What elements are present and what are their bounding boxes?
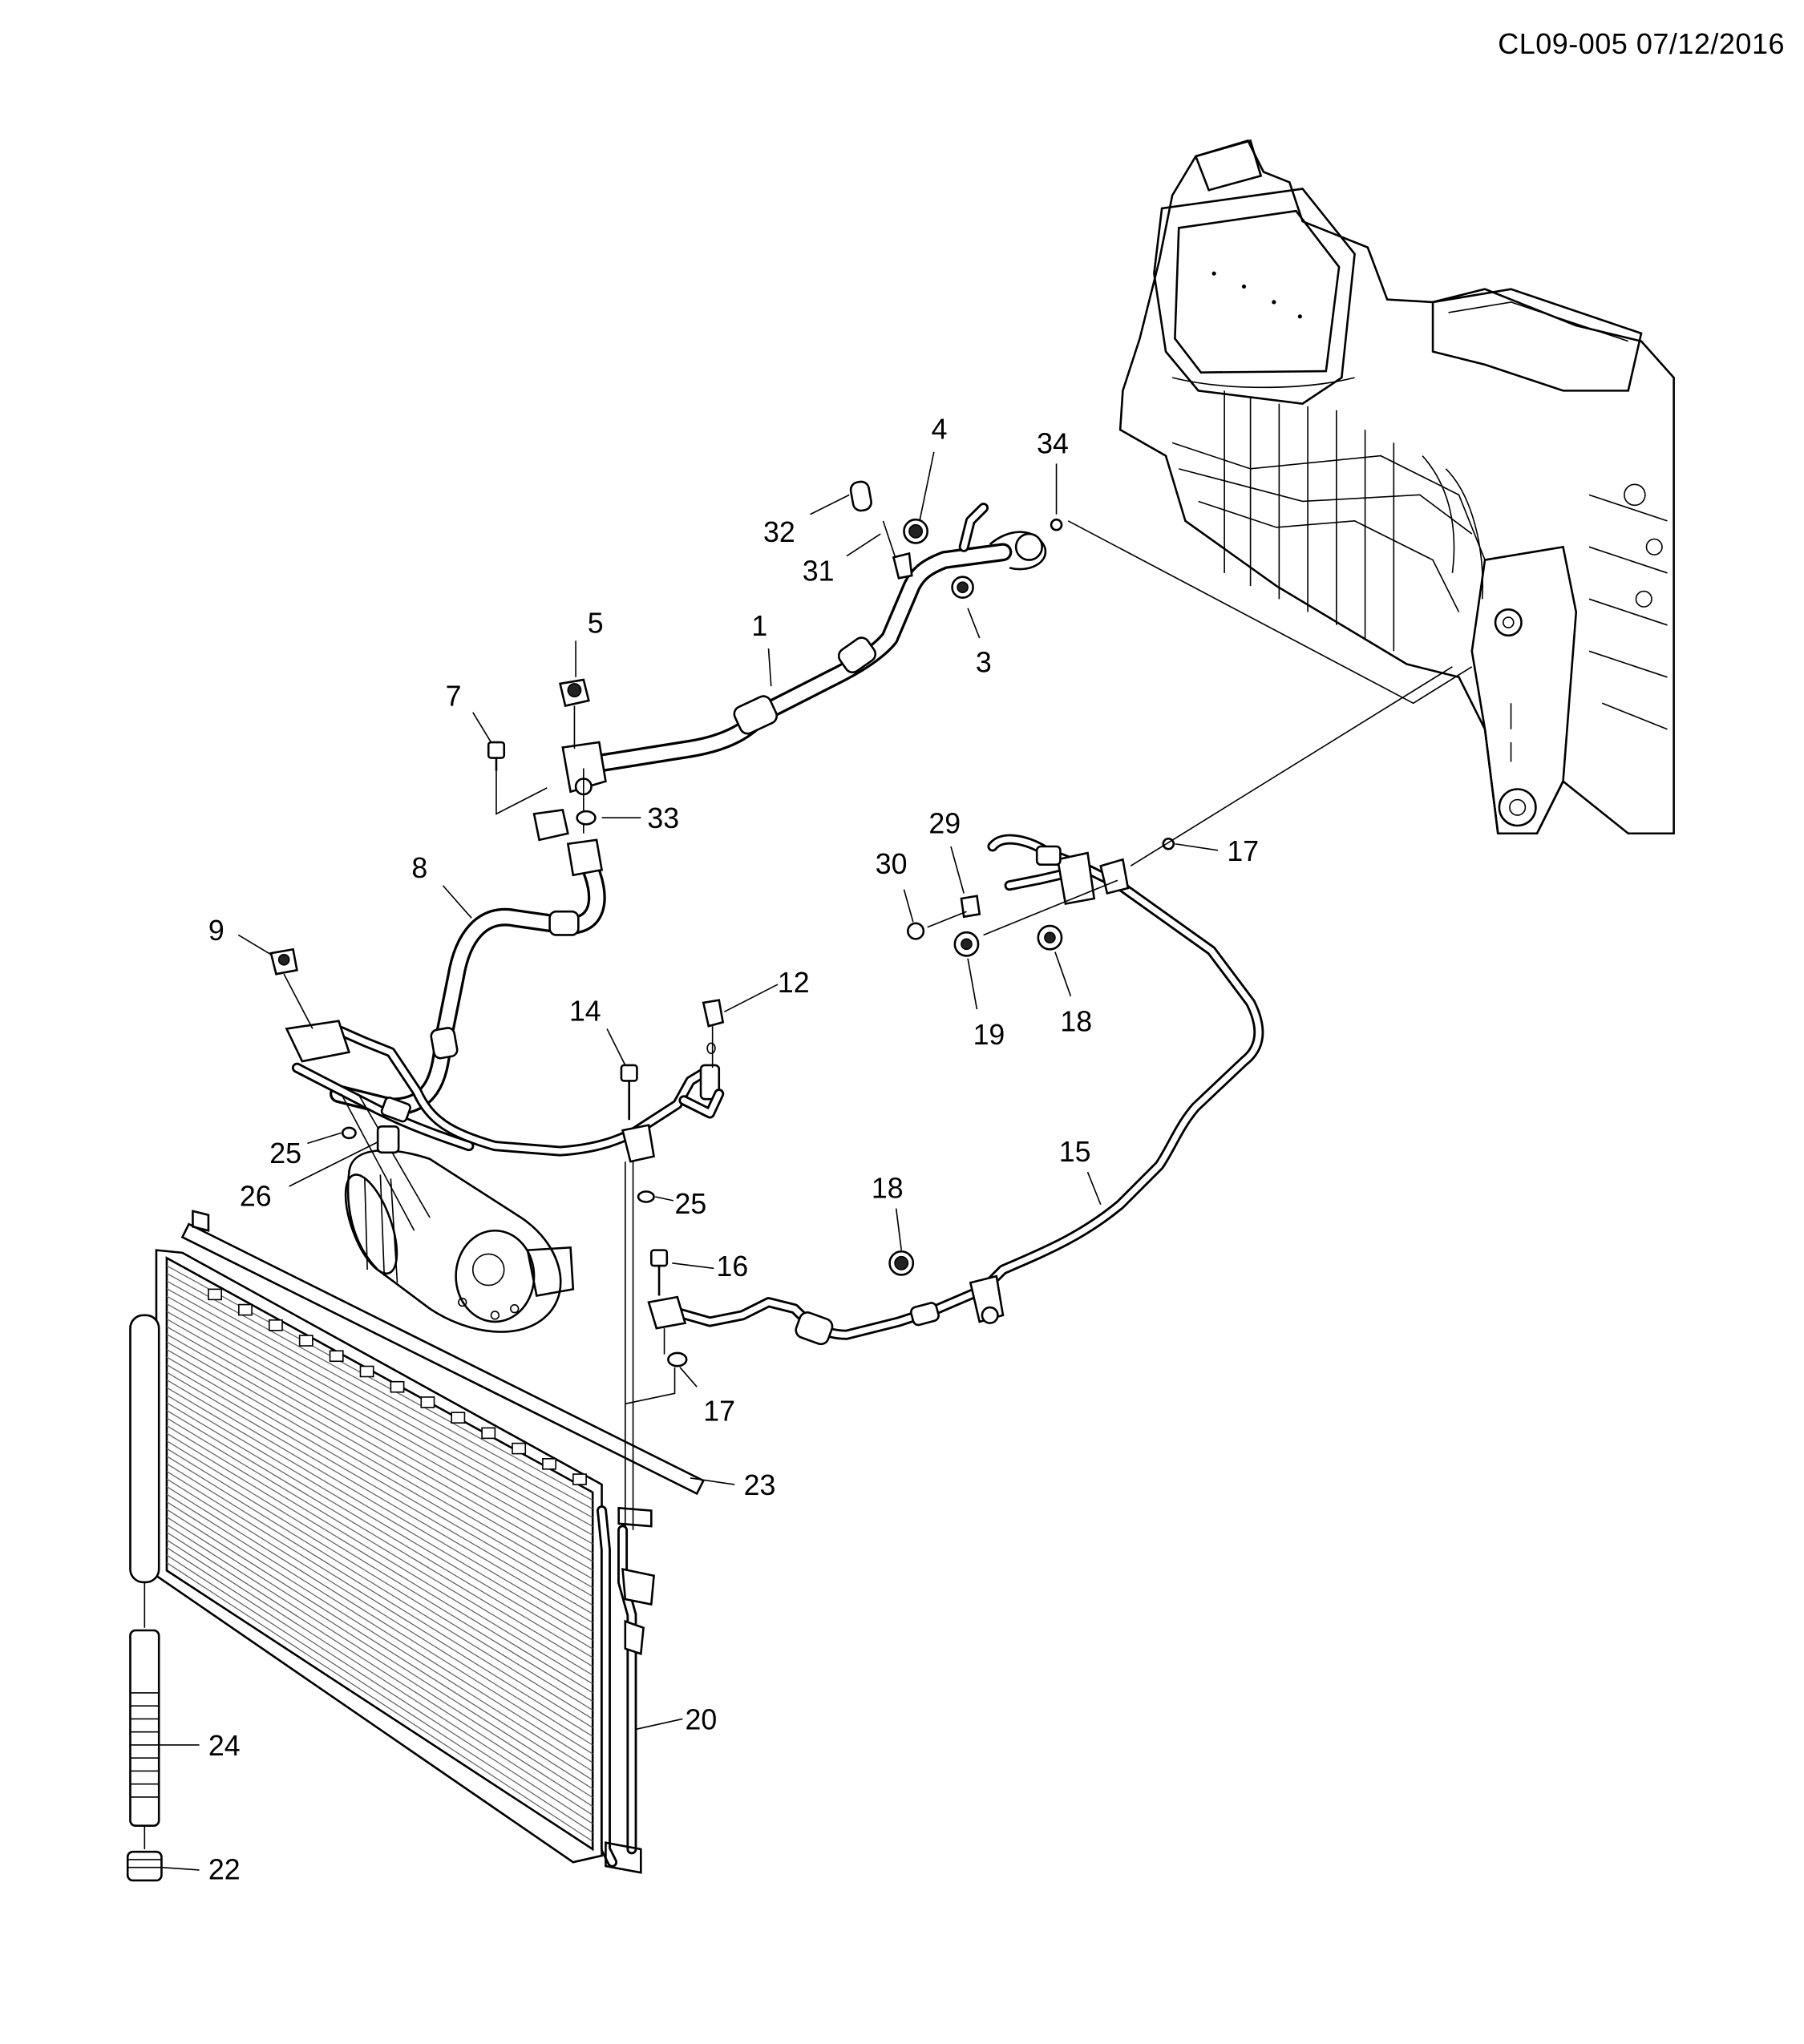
liquid-line-15 — [647, 834, 1264, 1355]
callout-9: 9 — [208, 915, 224, 947]
callout-19: 19 — [973, 1019, 1005, 1051]
callout-22: 22 — [208, 1853, 241, 1885]
callout-31: 31 — [803, 555, 835, 588]
callout-4: 4 — [932, 413, 948, 445]
condenser — [126, 1210, 706, 1882]
fasteners — [269, 480, 1473, 1405]
compressor — [340, 1093, 575, 1333]
callout-32: 32 — [763, 516, 795, 548]
callout-23: 23 — [744, 1469, 776, 1501]
callout-18-lower: 18 — [872, 1173, 904, 1205]
callout-8: 8 — [411, 852, 427, 884]
callout-1: 1 — [751, 610, 767, 642]
callout-16: 16 — [717, 1250, 749, 1283]
callout-25-left: 25 — [269, 1137, 301, 1169]
callout-18-upper: 18 — [1060, 1006, 1092, 1038]
callout-33: 33 — [647, 802, 679, 834]
hose-8 — [330, 809, 606, 1117]
condenser-fins — [166, 1265, 593, 1842]
callout-5: 5 — [588, 608, 604, 640]
callout-17-lower: 17 — [703, 1395, 735, 1427]
callout-34: 34 — [1037, 427, 1069, 459]
callout-26: 26 — [240, 1180, 272, 1212]
leader-lines — [159, 451, 1219, 1871]
callout-17-upper: 17 — [1227, 835, 1259, 867]
document-reference: CL09-005 07/12/2016 — [1498, 27, 1785, 60]
suction-line-1 — [561, 503, 1047, 834]
callout-7: 7 — [446, 681, 462, 713]
hvac-module — [1118, 139, 1675, 835]
callout-24: 24 — [208, 1730, 241, 1762]
callout-14: 14 — [569, 996, 601, 1028]
discharge-line — [285, 1020, 725, 1530]
callout-20: 20 — [686, 1703, 718, 1735]
callout-3: 3 — [976, 646, 992, 678]
callout-25-right: 25 — [675, 1188, 707, 1220]
callout-12: 12 — [778, 967, 810, 999]
callout-labels: 1 3 4 5 7 8 9 12 14 15 16 17 17 18 18 19… — [208, 413, 1259, 1885]
callout-29: 29 — [928, 808, 961, 840]
callout-15: 15 — [1059, 1136, 1091, 1168]
callout-30: 30 — [876, 848, 908, 880]
